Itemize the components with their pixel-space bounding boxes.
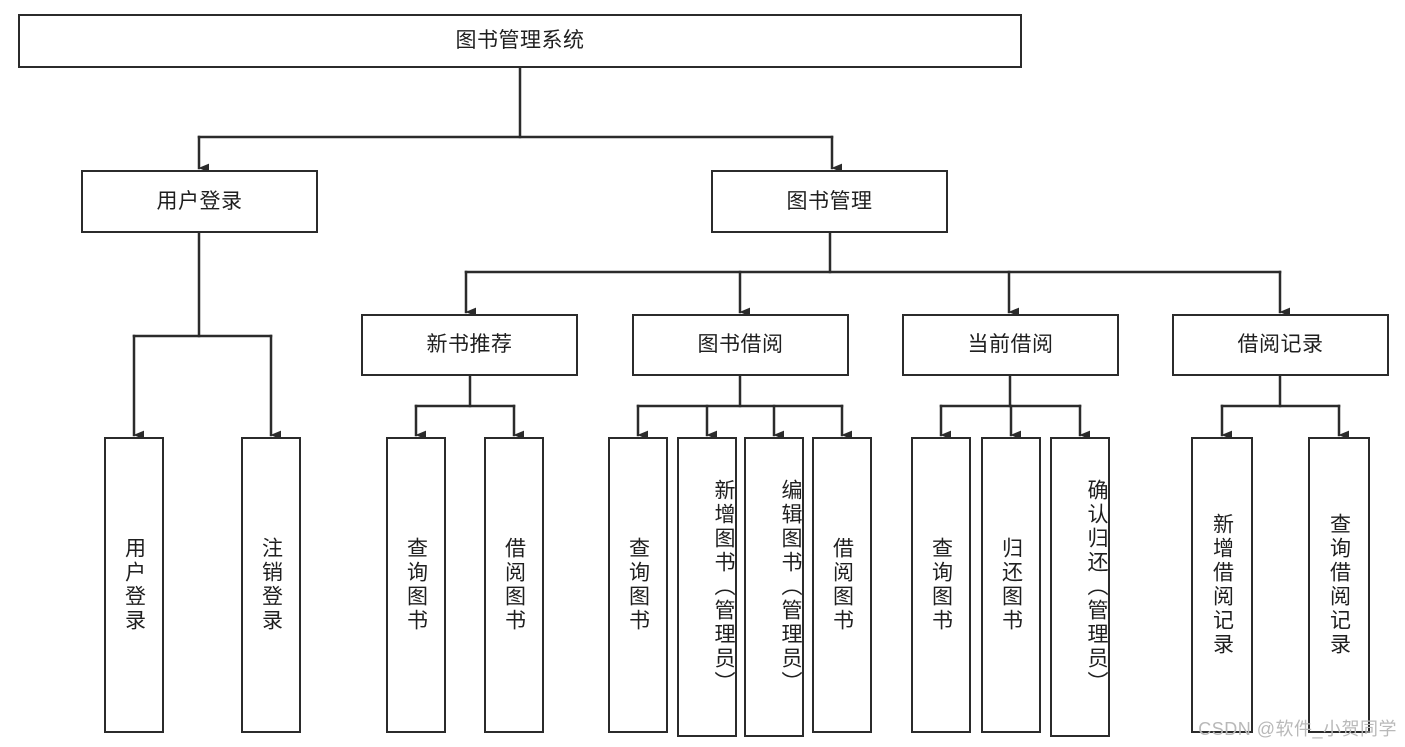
node-leaf-query-book-2-label: 查询图书	[626, 537, 650, 633]
node-book-manage-label: 图书管理	[786, 189, 873, 213]
node-book-manage[interactable]: 图书管理	[711, 170, 948, 233]
node-book-borrow[interactable]: 图书借阅	[632, 314, 849, 376]
node-borrow-record-label: 借阅记录	[1237, 333, 1324, 357]
connector-recommend-to-leaves	[414, 374, 525, 440]
node-current-borrow-label: 当前借阅	[967, 333, 1054, 357]
connector-currentborrow-to-leaves	[939, 374, 1091, 440]
node-leaf-logout-label: 注销登录	[259, 537, 283, 633]
node-leaf-return-book[interactable]: 归还图书	[981, 437, 1041, 733]
node-leaf-logout[interactable]: 注销登录	[241, 437, 301, 733]
node-root[interactable]: 图书管理系统	[18, 14, 1022, 68]
node-leaf-user-login[interactable]: 用户登录	[104, 437, 164, 733]
connector-borrowrecord-to-leaves	[1220, 374, 1350, 440]
node-current-borrow[interactable]: 当前借阅	[902, 314, 1119, 376]
node-leaf-edit-book-admin[interactable]: 编辑图书（管理员）	[744, 437, 804, 737]
node-new-book-recommend-label: 新书推荐	[426, 333, 513, 357]
node-leaf-borrow-book-2-label: 借阅图书	[830, 537, 854, 633]
node-leaf-query-borrow-record[interactable]: 查询借阅记录	[1308, 437, 1370, 733]
node-root-label: 图书管理系统	[455, 29, 585, 53]
node-book-borrow-label: 图书借阅	[697, 333, 784, 357]
node-leaf-query-borrow-record-label: 查询借阅记录	[1327, 513, 1351, 657]
node-leaf-query-book-1[interactable]: 查询图书	[386, 437, 446, 733]
node-new-book-recommend[interactable]: 新书推荐	[361, 314, 578, 376]
connector-bookmanage-to-level3	[464, 231, 1291, 317]
node-leaf-edit-book-admin-label: 编辑图书（管理员）	[779, 479, 802, 695]
node-leaf-query-book-3[interactable]: 查询图书	[911, 437, 971, 733]
node-leaf-confirm-return-admin-label: 确认归还（管理员）	[1085, 479, 1108, 695]
node-leaf-borrow-book-2[interactable]: 借阅图书	[812, 437, 872, 733]
node-leaf-query-book-2[interactable]: 查询图书	[608, 437, 668, 733]
connector-userlogin-to-leaves	[132, 231, 282, 440]
node-leaf-add-book-admin[interactable]: 新增图书（管理员）	[677, 437, 737, 737]
node-leaf-borrow-book-1[interactable]: 借阅图书	[484, 437, 544, 733]
node-leaf-user-login-label: 用户登录	[122, 537, 146, 633]
node-leaf-borrow-book-1-label: 借阅图书	[502, 537, 526, 633]
node-user-login[interactable]: 用户登录	[81, 170, 318, 233]
connector-bookborrow-to-leaves	[636, 374, 853, 440]
node-leaf-query-book-3-label: 查询图书	[929, 537, 953, 633]
node-leaf-add-borrow-record[interactable]: 新增借阅记录	[1191, 437, 1253, 733]
node-borrow-record[interactable]: 借阅记录	[1172, 314, 1389, 376]
node-leaf-add-borrow-record-label: 新增借阅记录	[1210, 513, 1234, 657]
node-leaf-confirm-return-admin[interactable]: 确认归还（管理员）	[1050, 437, 1110, 737]
connector-root-to-level2	[197, 66, 843, 173]
node-leaf-query-book-1-label: 查询图书	[404, 537, 428, 633]
node-user-login-label: 用户登录	[156, 189, 243, 213]
node-leaf-add-book-admin-label: 新增图书（管理员）	[712, 479, 735, 695]
node-leaf-return-book-label: 归还图书	[999, 537, 1023, 633]
